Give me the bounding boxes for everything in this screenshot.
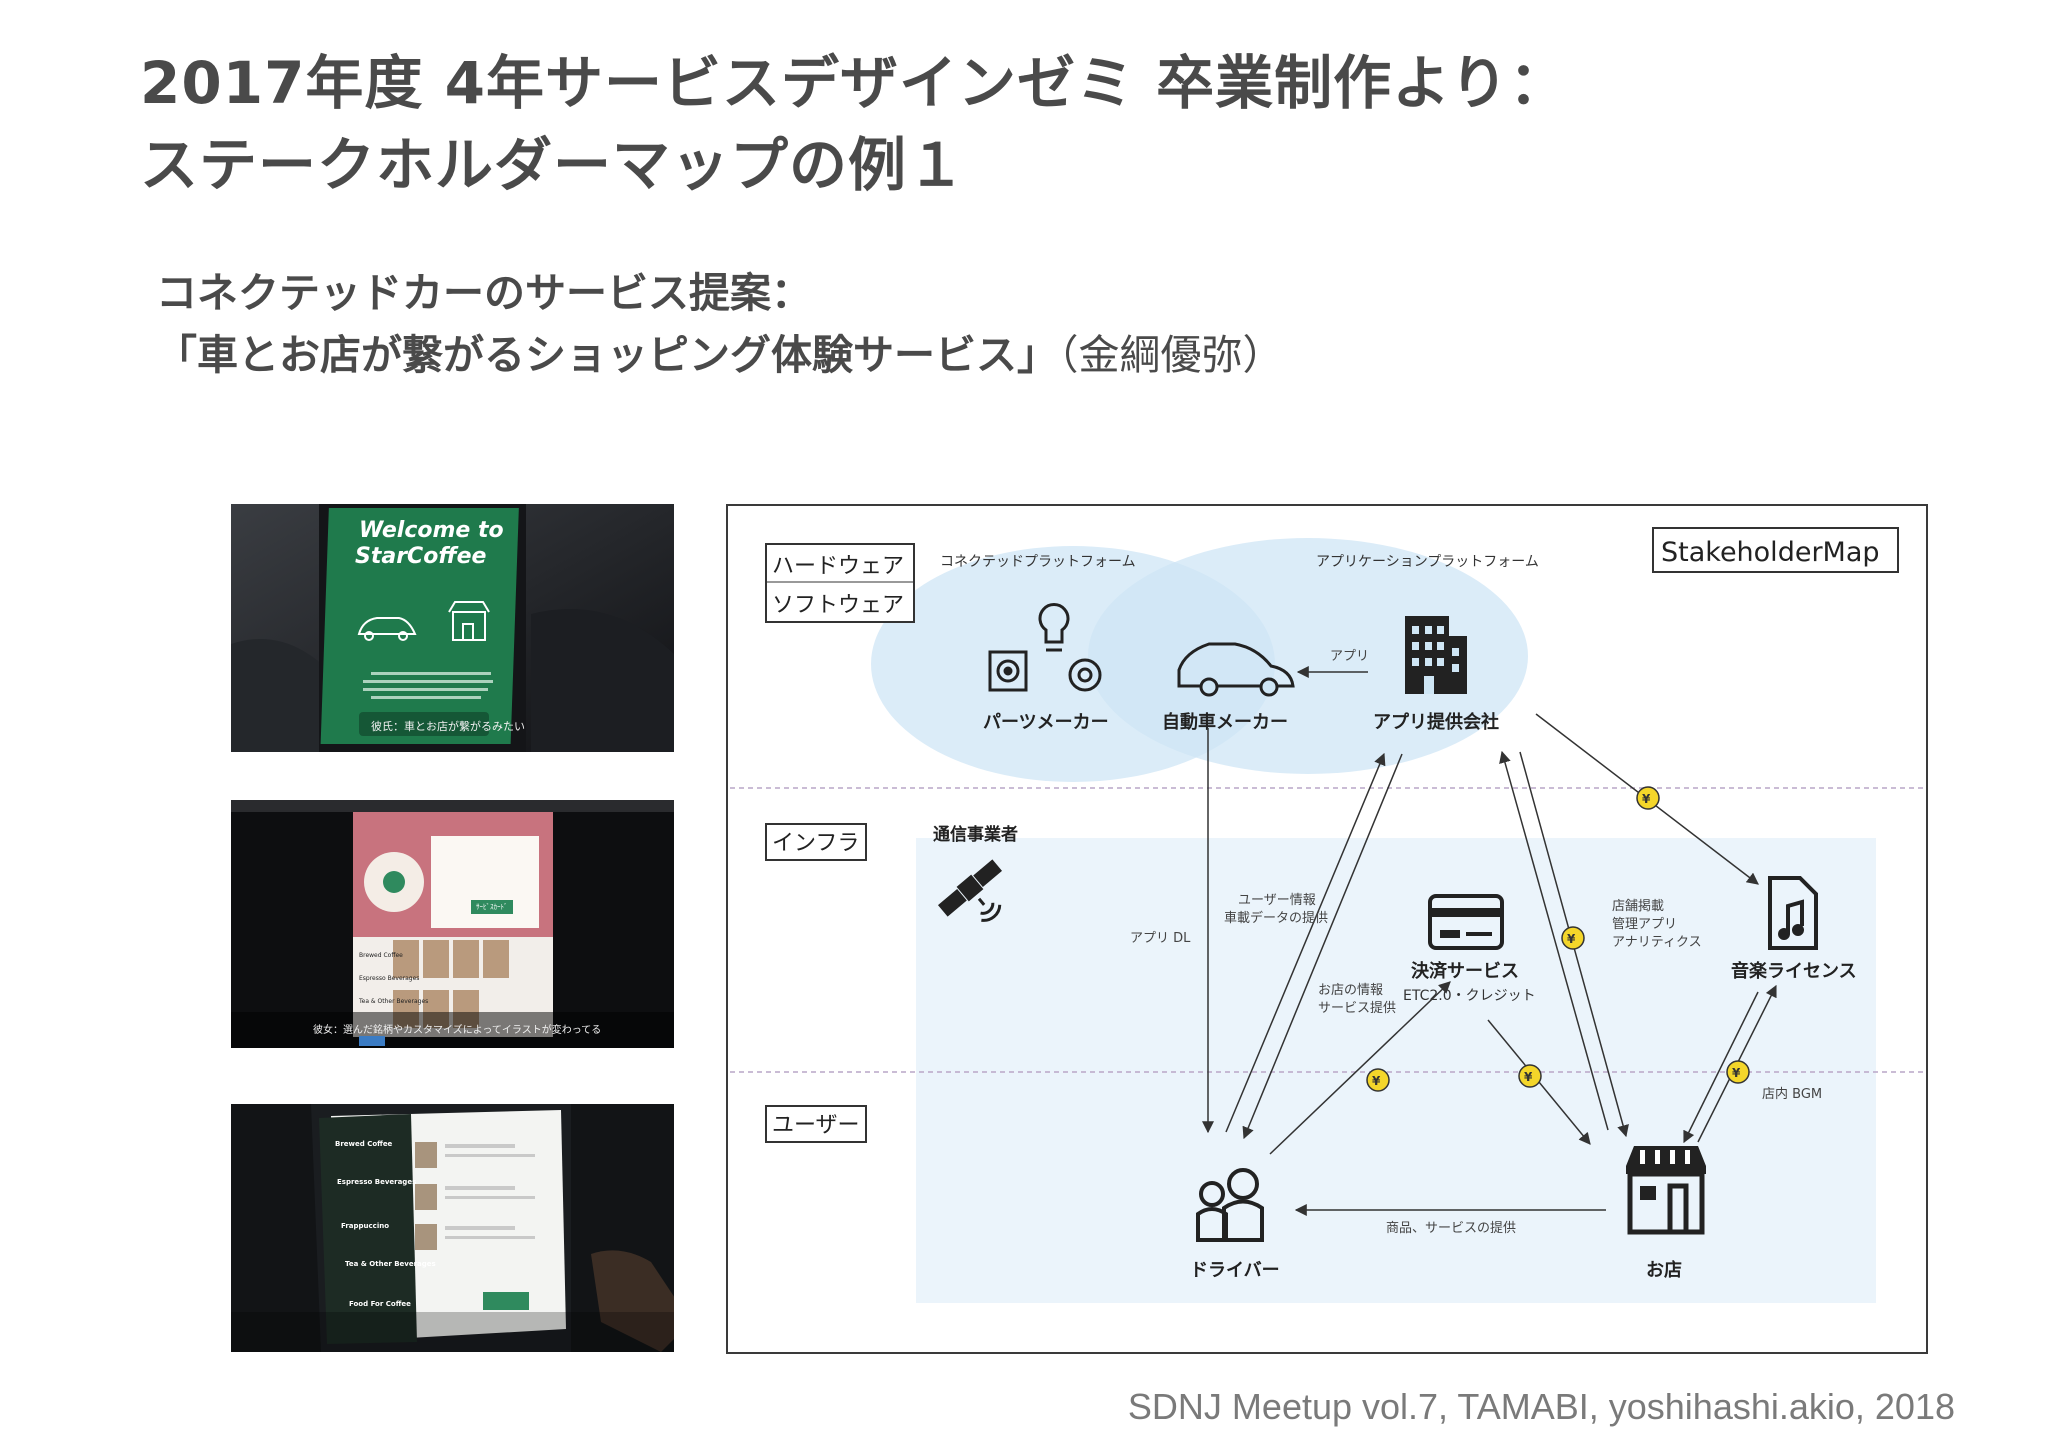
layer-label-software: ソフトウェア	[772, 593, 904, 618]
arrow-driver-to-app	[1225, 752, 1386, 1133]
svg-text:¥: ¥	[1372, 1074, 1381, 1088]
flow-label-shop-info-1: お店の情報	[1318, 983, 1383, 998]
node-label-payment: 決済サービス	[1411, 960, 1519, 982]
welcome-line2: StarCoffee	[355, 544, 487, 569]
yen-coin-icon-2: ¥	[1561, 926, 1585, 950]
screenshot-order: Brewed Coffee Espresso Beverages Frappuc…	[231, 1104, 674, 1352]
yen-coin-icon-3: ¥	[1366, 1068, 1390, 1092]
welcome-line1: Welcome to	[359, 518, 504, 543]
subtitle-project: 「車とお店が繋がるショッピング体験サービス」	[156, 331, 1058, 379]
layer-label-infra: インフラ	[772, 831, 859, 856]
car-dashboard-photo	[231, 504, 674, 752]
storefront-icon	[1626, 1146, 1706, 1235]
parts-maker-icon	[988, 603, 1102, 692]
screenshot-menu: Brewed Coffee Espresso Beverages Tea & O…	[231, 800, 674, 1048]
yen-coin-icon-4: ¥	[1518, 1064, 1542, 1088]
music-file-icon	[1768, 876, 1818, 950]
map-title-box	[1652, 527, 1899, 573]
screenshot-welcome: Welcome to StarCoffee 彼氏：車とお店が繋がるみたい	[231, 504, 674, 752]
flow-label-app: アプリ	[1330, 649, 1369, 664]
layer-label-user: ユーザー	[772, 1113, 860, 1138]
subtitle-line1: コネクテッドカーのサービス提案：	[156, 269, 812, 317]
slide-footer: SDNJ Meetup vol.7, TAMABI, yoshihashi.ak…	[1127, 1386, 1955, 1427]
satellite-icon	[937, 859, 1003, 922]
arrow-music-to-shop	[1683, 991, 1759, 1144]
screenshot1-caption: 彼氏：車とお店が繋がるみたい	[371, 720, 525, 733]
flow-label-shop-listing-3: アナリティクス	[1612, 935, 1702, 950]
yen-coin-icon-5: ¥	[1726, 1060, 1750, 1084]
car-icon	[357, 617, 417, 641]
shop-icon	[448, 601, 490, 641]
svg-text:¥: ¥	[1567, 932, 1576, 946]
subtitle-line2: 「車とお店が繋がるショッピング体験サービス」（金綱優弥）	[156, 324, 1284, 386]
node-label-payment-sub: ETC2.0・クレジット	[1403, 988, 1536, 1004]
slide-title: 2017年度 4年サービスデザインゼミ 卒業制作より： ステークホルダーマップの…	[140, 42, 1568, 206]
layer-label-hardware: ハードウェア	[772, 554, 904, 579]
service-card-button[interactable]: ｻｰﾋﾞｽｶｰﾄﾞ	[471, 900, 513, 914]
menu-item-espresso: Espresso Beverages	[359, 975, 420, 982]
office-building-icon	[1405, 616, 1467, 694]
menu-item-tea: Tea & Other Beverages	[359, 998, 429, 1005]
arrow-shop-to-app	[1499, 750, 1609, 1131]
order-menu-brewed: Brewed Coffee	[335, 1140, 393, 1148]
flow-label-shop-info-2: サービス提供	[1318, 1000, 1396, 1016]
arrow-driver-to-payment	[1269, 981, 1451, 1155]
node-label-shop: お店	[1646, 1259, 1682, 1281]
flow-label-goods: 商品、サービスの提供	[1386, 1220, 1516, 1236]
app-platform-ellipse	[1088, 538, 1528, 774]
car-icon	[1177, 642, 1295, 697]
order-menu-food: Food For Coffee	[349, 1300, 411, 1308]
yen-coin-icon-1: ¥	[1636, 786, 1660, 810]
svg-text:¥: ¥	[1524, 1070, 1533, 1084]
people-icon	[1196, 1168, 1264, 1242]
slide-subtitle: コネクテッドカーのサービス提案： 「車とお店が繋がるショッピング体験サービス」（…	[156, 262, 1284, 386]
layer-box-user	[765, 1105, 867, 1143]
platform-label-connected: コネクテッドプラットフォーム	[940, 554, 1136, 570]
slide-title-line1: 2017年度 4年サービスデザインゼミ 卒業制作より：	[140, 49, 1569, 117]
map-title: StakeholderMap	[1661, 537, 1880, 568]
flow-label-store-bgm: 店内 BGM	[1762, 1086, 1822, 1102]
order-screen-photo	[231, 1104, 674, 1352]
flow-label-shop-listing-2: 管理アプリ	[1612, 917, 1677, 932]
layer-box-hardware	[765, 543, 915, 623]
layer-box-infra	[765, 823, 867, 861]
flow-label-app-dl: アプリ DL	[1130, 931, 1191, 946]
svg-text:¥: ¥	[1732, 1066, 1741, 1080]
flow-label-shop-listing-1: 店舗掲載	[1612, 898, 1664, 914]
stakeholder-map: ハードウェア ソフトウェア インフラ ユーザー StakeholderMap コ…	[726, 504, 1928, 1354]
node-label-parts: パーツメーカー	[983, 712, 1109, 733]
screenshot2-caption: 彼女：選んだ銘柄やカスタマイズによってイラストが変わってる	[313, 1025, 602, 1036]
stakeholder-map-diagram: ハードウェア ソフトウェア インフラ ユーザー StakeholderMap コ…	[730, 527, 1924, 1303]
slide-title-line2: ステークホルダーマップの例１	[140, 131, 967, 199]
subtitle-author: （金綱優弥）	[1058, 331, 1284, 379]
menu-screen-photo	[231, 800, 674, 1048]
order-menu-espresso: Espresso Beverages	[337, 1178, 417, 1186]
node-label-app-company: アプリ提供会社	[1373, 711, 1499, 733]
platform-label-app: アプリケーションプラットフォーム	[1316, 554, 1539, 570]
arrow-app-to-driver	[1242, 753, 1403, 1140]
node-label-driver: ドライバー	[1190, 1260, 1280, 1281]
svg-text:¥: ¥	[1642, 792, 1651, 806]
node-label-automaker: 自動車メーカー	[1162, 711, 1288, 733]
node-label-telecom: 通信事業者	[933, 824, 1018, 845]
order-menu-tea: Tea & Other Beverages	[345, 1260, 436, 1268]
order-menu-frappuccino: Frappuccino	[341, 1222, 390, 1230]
credit-card-icon	[1428, 894, 1504, 950]
service-area-background	[916, 838, 1876, 1303]
menu-item-brewed: Brewed Coffee	[359, 952, 403, 959]
node-label-music: 音楽ライセンス	[1731, 960, 1857, 982]
flow-label-user-info-1: ユーザー情報	[1238, 893, 1316, 908]
flow-label-user-info-2: 車載データの提供	[1224, 910, 1328, 926]
